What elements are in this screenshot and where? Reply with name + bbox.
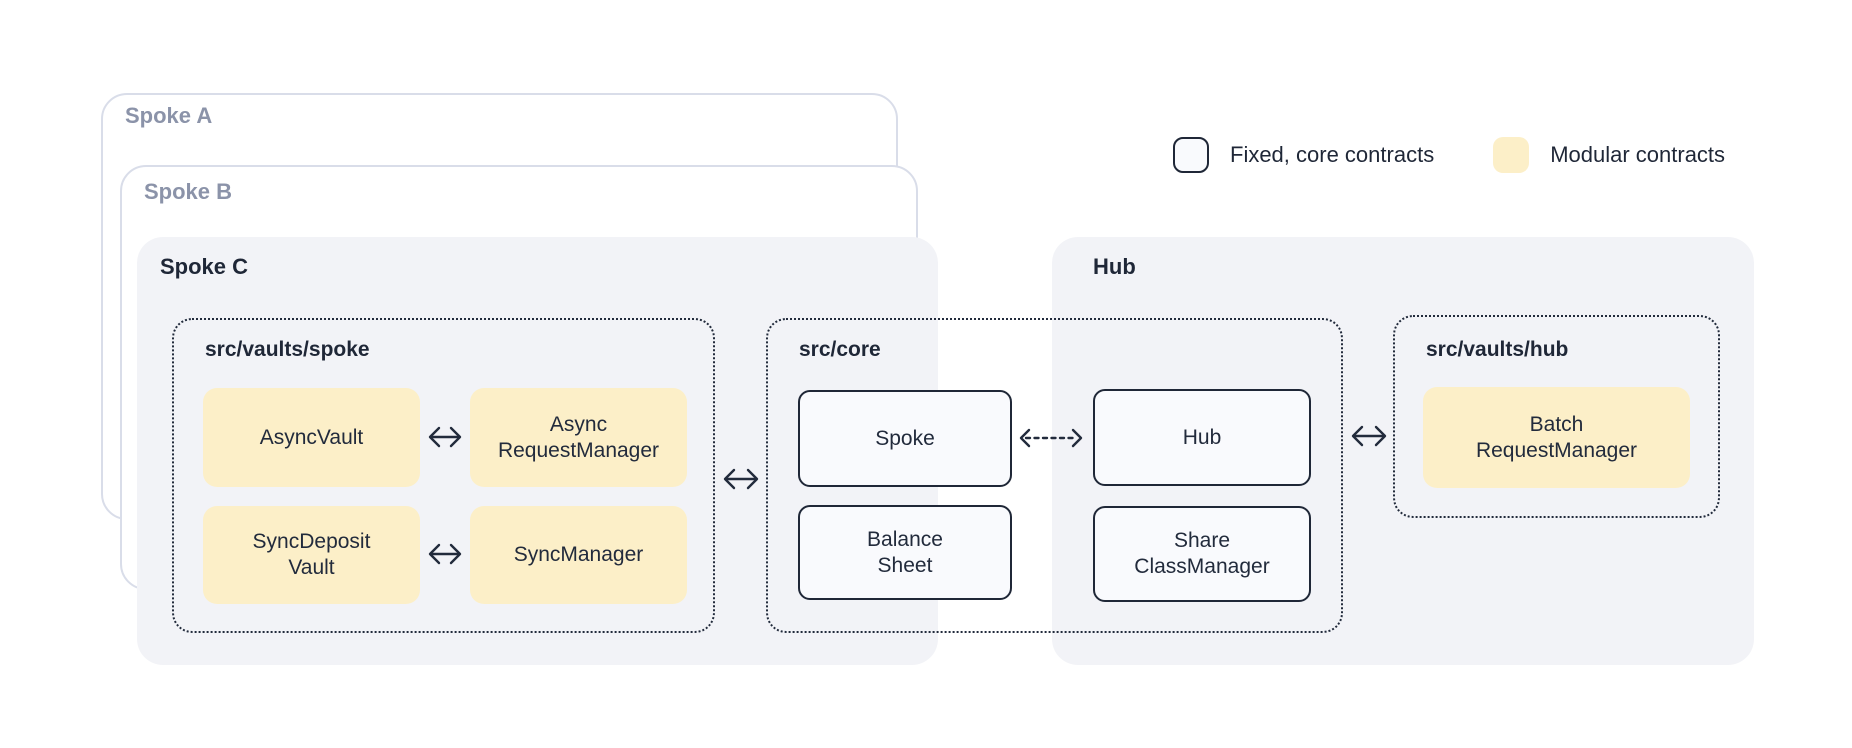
- group-src-vaults-spoke: src/vaults/spoke: [172, 318, 715, 633]
- node-hub: Hub: [1093, 389, 1311, 486]
- group-src-vaults-hub: src/vaults/hub: [1393, 315, 1720, 518]
- legend-modular-label: Modular contracts: [1550, 142, 1726, 167]
- legend-fixed-swatch-icon: [1173, 137, 1209, 173]
- node-batchrequestmanager: Batch RequestManager: [1423, 387, 1690, 488]
- group-src-vaults-spoke-label: src/vaults/spoke: [205, 338, 370, 361]
- legend-fixed-label: Fixed, core contracts: [1230, 142, 1435, 167]
- spoke-a-label: Spoke A: [125, 103, 213, 128]
- node-spoke: Spoke: [798, 390, 1012, 487]
- group-src-vaults-hub-label: src/vaults/hub: [1426, 338, 1569, 361]
- node-balancesheet: Balance Sheet: [798, 505, 1012, 600]
- legend-modular-swatch-icon: [1493, 137, 1530, 173]
- group-src-core: src/core: [766, 318, 1343, 633]
- node-asyncrequestmanager: Async RequestManager: [470, 388, 687, 487]
- group-src-core-label: src/core: [799, 338, 881, 361]
- node-syncmanager: SyncManager: [470, 506, 687, 604]
- node-syncdepositvault: SyncDeposit Vault: [203, 506, 420, 604]
- spoke-c-label: Spoke C: [160, 254, 249, 279]
- legend: Fixed, core contracts Modular contracts: [1173, 137, 1725, 173]
- spoke-b-label: Spoke B: [144, 179, 233, 204]
- hub-card-label: Hub: [1093, 254, 1136, 279]
- node-asyncvault: AsyncVault: [203, 388, 420, 487]
- node-shareclassmanager: Share ClassManager: [1093, 506, 1311, 602]
